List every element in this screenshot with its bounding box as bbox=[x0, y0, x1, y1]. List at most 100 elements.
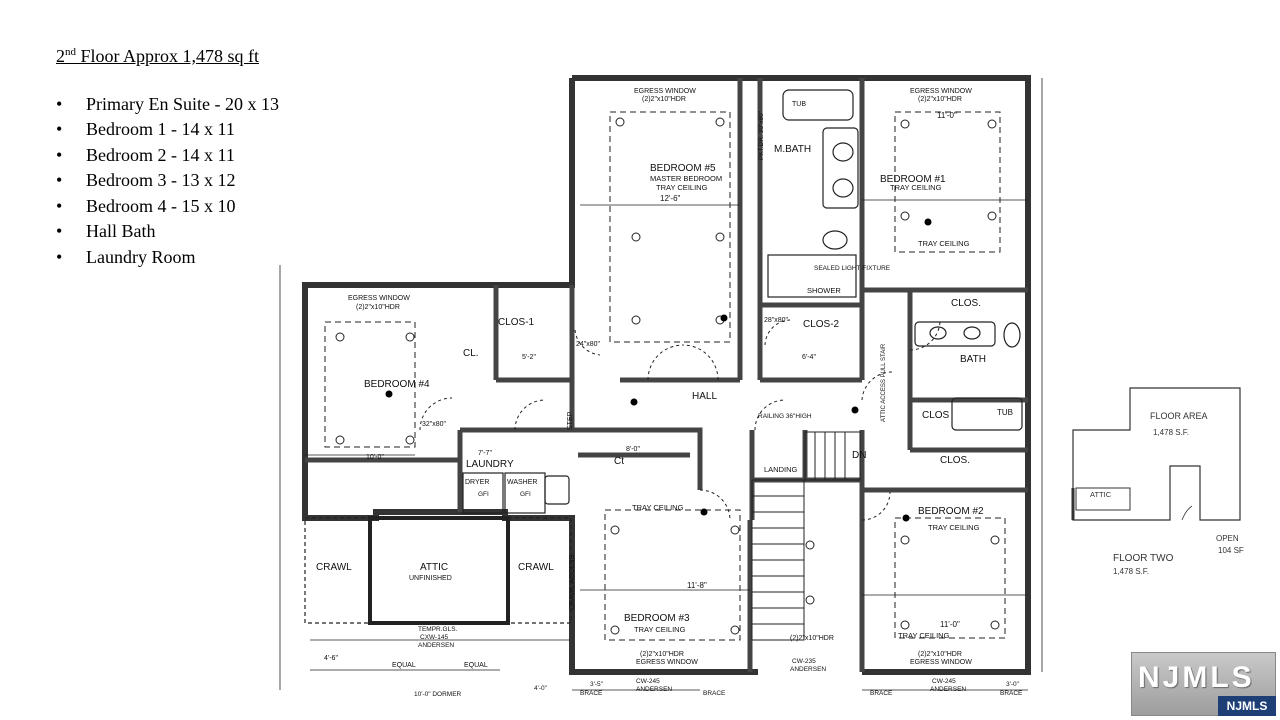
brace-label: BRACE bbox=[1000, 690, 1023, 697]
egress-label: EGRESS WINDOW bbox=[634, 88, 696, 95]
equal-label: EQUAL bbox=[392, 662, 416, 669]
window-label: CW-245 bbox=[932, 678, 956, 685]
bedroom5-label: BEDROOM #5 bbox=[650, 163, 716, 174]
washer-label: WASHER bbox=[507, 479, 537, 486]
room-list-item: Bedroom 4 - 15 x 10 bbox=[56, 194, 336, 220]
tray-ceilings bbox=[324, 111, 1006, 641]
bedroom1-dim: 11'-0" bbox=[937, 111, 957, 120]
header-label: (2)2"x10"HDR bbox=[790, 635, 834, 642]
step-label: STEP bbox=[567, 411, 574, 430]
landing-label: LANDING bbox=[764, 465, 798, 474]
bedroom5-sub2: TRAY CEILING bbox=[656, 183, 708, 192]
room-list-item: Bedroom 1 - 14 x 11 bbox=[56, 117, 336, 143]
clos-label: CLOS. bbox=[951, 298, 981, 309]
header-label: (2)2"x10"HDR bbox=[356, 304, 400, 311]
brace-label: BRACE bbox=[703, 690, 726, 697]
floor-summary: 2nd Floor Approx 1,478 sq ft Primary En … bbox=[56, 40, 336, 270]
attic-sub-label: UNFINISHED bbox=[409, 575, 452, 582]
window-label: CW-245 bbox=[636, 678, 660, 685]
bedroom2-dim: 11'-0" bbox=[940, 620, 960, 629]
brace-label: BRACE bbox=[870, 690, 893, 697]
dim-label: 8'-0" bbox=[626, 446, 640, 453]
door-size-label: 32"x80" bbox=[422, 421, 447, 428]
plan-labels: BEDROOM #5 MASTER BEDROOM TRAY CEILING 1… bbox=[316, 88, 1023, 698]
shower-label: SHOWER bbox=[807, 286, 841, 295]
njmls-logo: NJMLS bbox=[1131, 652, 1276, 716]
key-floor-two-label: FLOOR TWO bbox=[1113, 553, 1174, 564]
clos1-label: CLOS-1 bbox=[498, 317, 535, 328]
hall-label: HALL bbox=[692, 391, 717, 402]
room-list: Primary En Suite - 20 x 13 Bedroom 1 - 1… bbox=[56, 92, 336, 271]
key-open-label: OPEN bbox=[1216, 534, 1239, 543]
sealed-light-label: SEALED LIGHT FIXTURE bbox=[814, 265, 891, 272]
dryer-label: DRYER bbox=[465, 479, 489, 486]
attic-zone bbox=[304, 516, 572, 625]
egress-label: EGRESS WINDOW bbox=[910, 659, 972, 666]
window-label: ANDERSEN bbox=[418, 642, 454, 649]
light-fixtures bbox=[335, 117, 1000, 635]
bedroom1-sub: TRAY CEILING bbox=[890, 183, 942, 192]
laundry-label: LAUNDRY bbox=[466, 459, 514, 470]
door-size-label: 24"x80" bbox=[576, 341, 601, 348]
room-list-item: Bedroom 3 - 13 x 12 bbox=[56, 168, 336, 194]
bedroom2-sub: TRAY CEILING bbox=[928, 523, 980, 532]
room-list-item: Hall Bath bbox=[56, 219, 336, 245]
summary-title: 2nd Floor Approx 1,478 sq ft bbox=[56, 46, 260, 66]
dn-label: DN bbox=[852, 450, 866, 461]
cl-label: CL. bbox=[463, 348, 479, 359]
dim-label: 3'-5" bbox=[590, 681, 604, 688]
window-label: ANDERSEN bbox=[636, 686, 672, 693]
gfi-label: GFI bbox=[520, 491, 531, 498]
bath-label: BATH bbox=[960, 354, 986, 365]
bedroom1-label: BEDROOM #1 bbox=[880, 174, 946, 185]
ct-label: Ct bbox=[614, 456, 624, 467]
bedroom3-label: BEDROOM #3 bbox=[624, 613, 690, 624]
pocket-door-label: PKT.DR. 30"x80" bbox=[758, 110, 765, 160]
brace-label: BRACE bbox=[580, 690, 603, 697]
crawl-access-label: CRAWL ACCESS bbox=[569, 555, 576, 610]
bedroom1-sub2: TRAY CEILING bbox=[918, 239, 970, 248]
room-list-item: Bedroom 2 - 14 x 11 bbox=[56, 143, 336, 169]
exterior-walls bbox=[302, 75, 1031, 675]
bedroom2-label: BEDROOM #2 bbox=[918, 506, 984, 517]
header-label: (2)2"x10"HDR bbox=[640, 651, 684, 658]
key-floor-area-value: 1,478 S.F. bbox=[1153, 428, 1189, 437]
gfi-label: GFI bbox=[478, 491, 489, 498]
dim-label: 6'-4" bbox=[802, 354, 816, 361]
room-list-item: Laundry Room bbox=[56, 245, 336, 271]
door-size-label: 28"x80" bbox=[764, 317, 789, 324]
staircase bbox=[751, 431, 861, 641]
bedroom3-sub2: TRAY CEILING bbox=[634, 625, 686, 634]
railing-label: RAILING 36"HIGH bbox=[758, 413, 812, 420]
clos2-label: CLOS-2 bbox=[803, 319, 840, 330]
attic-access-label: ATTIC ACCESS PULL STAIR bbox=[881, 343, 887, 422]
dim-label: 5'-2" bbox=[522, 354, 536, 361]
njmls-logo-text: NJMLS bbox=[1138, 661, 1255, 694]
bedroom5-dim: 12'-6" bbox=[660, 194, 681, 203]
egress-label: EGRESS WINDOW bbox=[348, 295, 410, 302]
crawl-label: CRAWL bbox=[518, 562, 554, 573]
window-label: ANDERSEN bbox=[930, 686, 966, 693]
dim-label: 10'-0" bbox=[366, 454, 384, 461]
bedroom3-dim: 11'-8" bbox=[687, 581, 707, 590]
key-attic-label: ATTIC bbox=[1090, 490, 1112, 499]
bedroom4-label: BEDROOM #4 bbox=[364, 379, 430, 390]
window-label: CW-235 bbox=[792, 658, 816, 665]
dim-label: 4'-6" bbox=[324, 655, 338, 662]
door-swings bbox=[419, 319, 941, 521]
window-label: ANDERSEN bbox=[790, 666, 826, 673]
bedroom2-sub2: TRAY CEILING bbox=[898, 631, 950, 640]
window-label: TEMPR.GLS. bbox=[418, 626, 458, 633]
key-floor-area-label: FLOOR AREA bbox=[1150, 411, 1208, 421]
dim-label: 3'-0" bbox=[1006, 681, 1020, 688]
key-open-value: 104 SF bbox=[1218, 546, 1244, 555]
room-list-item: Primary En Suite - 20 x 13 bbox=[56, 92, 336, 118]
crawl-label: CRAWL bbox=[316, 562, 352, 573]
dormer-label: 10'-0" DORMER bbox=[414, 691, 462, 698]
tub-label: TUB bbox=[997, 408, 1013, 417]
header-label: (2)2"x10"HDR bbox=[918, 651, 962, 658]
tub-top-label: TUB bbox=[792, 101, 806, 108]
dim-label: 4'-0" bbox=[534, 685, 548, 692]
njmls-badge: NJMLS bbox=[1218, 696, 1276, 716]
